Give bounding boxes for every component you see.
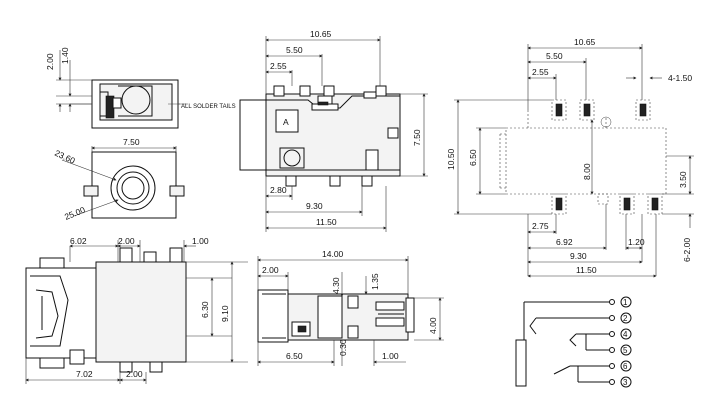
dim-14-00-label: 14.00 — [322, 249, 344, 259]
dim-1-40-label: 1.40 — [60, 47, 70, 64]
dim-2-00-label: 2.00 — [45, 53, 55, 70]
bottom-mid-view: 14.00 2.00 4.30 1.35 4.00 6.50 0.30 1.00 — [257, 249, 444, 366]
pin-3-label: 3 — [623, 378, 628, 387]
dim-9-30-label: 9.30 — [306, 201, 323, 211]
dim-0-30-label: 0.30 — [338, 339, 348, 356]
dim-4-00-label: 4.00 — [428, 317, 438, 334]
dim-1-00-label: 1.00 — [192, 236, 209, 246]
pin-4: 4 — [609, 328, 632, 340]
dim-4-30-label: 4.30 — [331, 277, 341, 294]
dim-7-02-label: 7.02 — [76, 369, 93, 379]
pin-6: 6 — [609, 360, 632, 372]
dim-7-50-label: 7.50 — [123, 137, 140, 147]
pcb-dim-11-50-label: 11.50 — [576, 265, 597, 275]
dim-9-10-label: 9.10 — [220, 305, 230, 322]
pcb-dim-8-00-label: 8.00 — [582, 163, 592, 180]
front-view: 7.50 23.60 25.00 — [53, 137, 185, 222]
dim-1-35-label: 1.35 — [370, 273, 380, 290]
dim-2-00-label-mid: 2.00 — [262, 265, 279, 275]
pcb-dim-2-55-label: 2.55 — [532, 67, 549, 77]
pcb-dim-6-92-label: 6.92 — [556, 237, 573, 247]
pin-1-label: 1 — [623, 298, 628, 307]
dim-2-55-label: 2.55 — [270, 61, 287, 71]
pcb-dim-6-50-label: 6.50 — [468, 149, 478, 166]
pcb-dim-6-2-00-label: 6-2.00 — [682, 238, 692, 262]
dim-10-65-label: 10.65 — [310, 29, 332, 39]
dim-2-00-bottom-label: 2.00 — [126, 369, 143, 379]
marking-a: A — [283, 117, 289, 127]
dim-6-30-label: 6.30 — [200, 301, 210, 318]
dim-23-60-label: 23.60 — [53, 148, 77, 166]
pin-5: 5 — [609, 344, 632, 356]
dim-7-50-label-top: 7.50 — [412, 129, 422, 146]
pcb-dim-2-75-label: 2.75 — [532, 221, 549, 231]
dim-6-50-label: 6.50 — [286, 351, 303, 361]
pcb-dim-4-1-50-label: 4-1.50 — [668, 73, 692, 83]
pcb-dim-3-50-label: 3.50 — [678, 171, 688, 188]
pin-2-label: 2 — [623, 314, 628, 323]
pcb-layout-view: 10.65 5.50 2.55 4-1.50 10.50 6.50 8.00 3… — [446, 37, 694, 278]
schematic: 1 2 4 5 6 3 — [515, 296, 632, 388]
bottom-left-view: 6.02 2.00 1.00 6.30 9.10 7.02 2.00 — [25, 236, 248, 384]
pcb-dim-5-50-label: 5.50 — [546, 51, 563, 61]
pcb-dim-9-30-label: 9.30 — [570, 251, 587, 261]
pcb-dim-10-50-label: 10.50 — [446, 148, 456, 170]
pin-3: 3 — [609, 376, 632, 388]
pin-2: 2 — [609, 312, 632, 324]
dim-5-50-label: 5.50 — [286, 45, 303, 55]
pin-4-label: 4 — [623, 330, 628, 339]
dim-2-00-top-label: 2.00 — [118, 236, 135, 246]
pin-5-label: 5 — [623, 346, 628, 355]
dim-1-00-label-mid: 1.00 — [382, 351, 399, 361]
dim-25-00-label: 25.00 — [63, 205, 87, 222]
dim-6-02-label: 6.02 — [70, 236, 87, 246]
side-view: 2.00 1.40 ALL SOLDER TAILS — [45, 47, 236, 129]
dim-11-50-label: 11.50 — [316, 217, 337, 227]
pin-6-label: 6 — [623, 362, 628, 371]
pcb-dim-1-20-label: 1.20 — [628, 237, 645, 247]
pin-1: 1 — [609, 296, 632, 308]
pcb-dim-10-65-label: 10.65 — [574, 37, 596, 47]
dim-2-80-label: 2.80 — [270, 185, 287, 195]
top-view: A 10.65 5.50 2.55 7.50 — [239, 29, 428, 232]
all-solder-tails-label: ALL SOLDER TAILS — [181, 104, 236, 110]
